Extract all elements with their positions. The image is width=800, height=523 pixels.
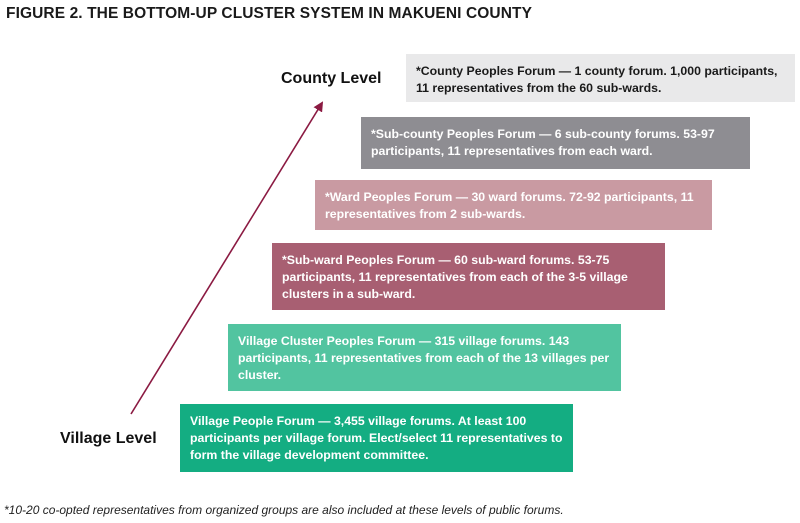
footnote: *10-20 co-opted representatives from org… xyxy=(4,503,564,517)
county-level-label: County Level xyxy=(281,70,382,87)
tier-county-text: *County Peoples Forum — 1 county forum. … xyxy=(416,64,778,95)
tier-ward-text: *Ward Peoples Forum — 30 ward forums. 72… xyxy=(325,190,694,221)
figure-title: FIGURE 2. THE BOTTOM-UP CLUSTER SYSTEM I… xyxy=(6,5,533,22)
tier-ward: *Ward Peoples Forum — 30 ward forums. 72… xyxy=(315,180,712,230)
tier-sub-ward-text: *Sub-ward Peoples Forum — 60 sub-ward fo… xyxy=(282,253,628,301)
tier-village-cluster: Village Cluster Peoples Forum — 315 vill… xyxy=(228,324,621,391)
tier-sub-ward: *Sub-ward Peoples Forum — 60 sub-ward fo… xyxy=(272,243,665,310)
tier-village: Village People Forum — 3,455 village for… xyxy=(180,404,573,472)
tier-village-text: Village People Forum — 3,455 village for… xyxy=(190,414,563,462)
tier-county: *County Peoples Forum — 1 county forum. … xyxy=(406,54,795,102)
tier-sub-county-text: *Sub-county Peoples Forum — 6 sub-county… xyxy=(371,127,715,158)
village-level-label: Village Level xyxy=(60,430,157,447)
tier-village-cluster-text: Village Cluster Peoples Forum — 315 vill… xyxy=(238,334,610,382)
tier-sub-county: *Sub-county Peoples Forum — 6 sub-county… xyxy=(361,117,750,169)
